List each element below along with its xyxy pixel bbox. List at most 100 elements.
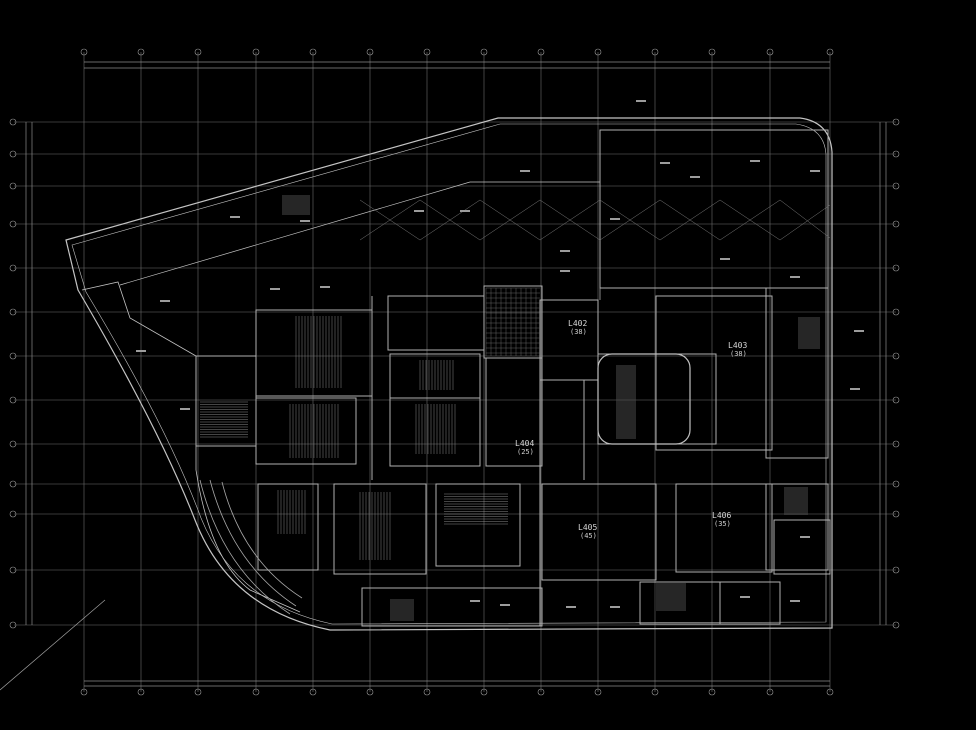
grid-bubble	[826, 688, 834, 696]
grid-bubble	[594, 688, 602, 696]
grid-bubble	[892, 480, 900, 488]
grid-bubble	[9, 150, 17, 158]
dimension-frame	[25, 61, 887, 687]
grid-bubble	[9, 182, 17, 190]
grid-bubble	[9, 510, 17, 518]
grid-bubble	[892, 150, 900, 158]
annotation-tick	[636, 100, 646, 102]
unit-label-l405: L405	[578, 523, 597, 532]
grid-bubble	[892, 510, 900, 518]
annotation-tick	[810, 170, 820, 172]
annotation-tick	[500, 604, 510, 606]
annotation-tick	[750, 160, 760, 162]
annotation-tick	[690, 176, 700, 178]
annotation-tick	[270, 288, 280, 290]
grid-bubble	[892, 352, 900, 360]
annotation-tick	[136, 350, 146, 352]
annotation-tick	[790, 276, 800, 278]
annotation-tick	[560, 250, 570, 252]
grid-bubble	[480, 688, 488, 696]
annotation-tick	[740, 596, 750, 598]
grid-bubble	[252, 688, 260, 696]
grid-bubble	[9, 396, 17, 404]
grid-bubble	[537, 688, 545, 696]
unit-labels: L402 (38) L403 (38) L404 (25) L405 (45) …	[515, 319, 747, 540]
unit-label-l406: L406	[712, 511, 731, 520]
grid-bubble	[9, 264, 17, 272]
grid-bubble	[309, 48, 317, 56]
unit-label-l402: L402	[568, 319, 587, 328]
annotation-tick	[230, 216, 240, 218]
annotation-tick	[560, 270, 570, 272]
seating-hatching	[200, 316, 508, 560]
service-core-hatch	[485, 287, 540, 356]
grid-bubble	[480, 48, 488, 56]
grid-bubble	[892, 440, 900, 448]
unit-label-l404: L404	[515, 439, 534, 448]
grid-bubble	[9, 440, 17, 448]
annotation-tick	[854, 330, 864, 332]
grid-axis-bubbles	[9, 48, 900, 696]
grid-bubble	[366, 688, 374, 696]
grid-bubble	[9, 480, 17, 488]
annotation-tick	[566, 606, 576, 608]
grid-bubble	[9, 118, 17, 126]
unit-area-l403: (38)	[730, 350, 747, 358]
grid-bubble	[9, 308, 17, 316]
annotation-tick	[610, 606, 620, 608]
grid-bubble	[194, 48, 202, 56]
unit-area-l404: (25)	[517, 448, 534, 456]
unit-area-l405: (45)	[580, 532, 597, 540]
grid-bubble	[194, 688, 202, 696]
grid-bubble	[137, 688, 145, 696]
grid-bubble	[423, 48, 431, 56]
grid-bubble	[766, 688, 774, 696]
grid-bubble	[892, 621, 900, 629]
grid-bubble	[892, 118, 900, 126]
grid-bubble	[708, 688, 716, 696]
annotation-tick	[460, 210, 470, 212]
grid-bubble	[892, 396, 900, 404]
grid-bubble	[651, 688, 659, 696]
unit-area-l406: (35)	[714, 520, 731, 528]
grid-bubble	[9, 220, 17, 228]
grid-bubble	[537, 48, 545, 56]
grid-bubble	[80, 48, 88, 56]
grid-bubble	[826, 48, 834, 56]
grid-bubble	[252, 48, 260, 56]
grid-bubble	[9, 621, 17, 629]
grid-bubble	[892, 566, 900, 574]
grid-bubble	[594, 48, 602, 56]
annotation-tick	[800, 536, 810, 538]
annotation-tick	[320, 286, 330, 288]
annotation-tick	[850, 388, 860, 390]
leader-line	[0, 599, 106, 691]
grid-bubble	[366, 48, 374, 56]
annotation-tick	[414, 210, 424, 212]
grid-bubble	[423, 688, 431, 696]
grid-bubble	[651, 48, 659, 56]
grid-bubble	[9, 566, 17, 574]
ceiling-pattern	[359, 199, 831, 241]
atrium-void	[597, 353, 691, 445]
unit-label-l403: L403	[728, 341, 747, 350]
annotation-tick	[660, 162, 670, 164]
stair-runs	[282, 195, 820, 621]
unit-area-l402: (38)	[570, 328, 587, 336]
annotation-tick	[520, 170, 530, 172]
annotation-tick	[790, 600, 800, 602]
grid-bubble	[892, 220, 900, 228]
annotation-tick	[180, 408, 190, 410]
grid-bubble	[137, 48, 145, 56]
grid-bubble	[9, 352, 17, 360]
grid-bubble	[892, 264, 900, 272]
annotation-tick	[300, 220, 310, 222]
annotation-tick	[470, 600, 480, 602]
annotation-tick	[160, 300, 170, 302]
annotation-marks	[136, 100, 864, 608]
grid-bubble	[892, 182, 900, 190]
grid-bubble	[708, 48, 716, 56]
